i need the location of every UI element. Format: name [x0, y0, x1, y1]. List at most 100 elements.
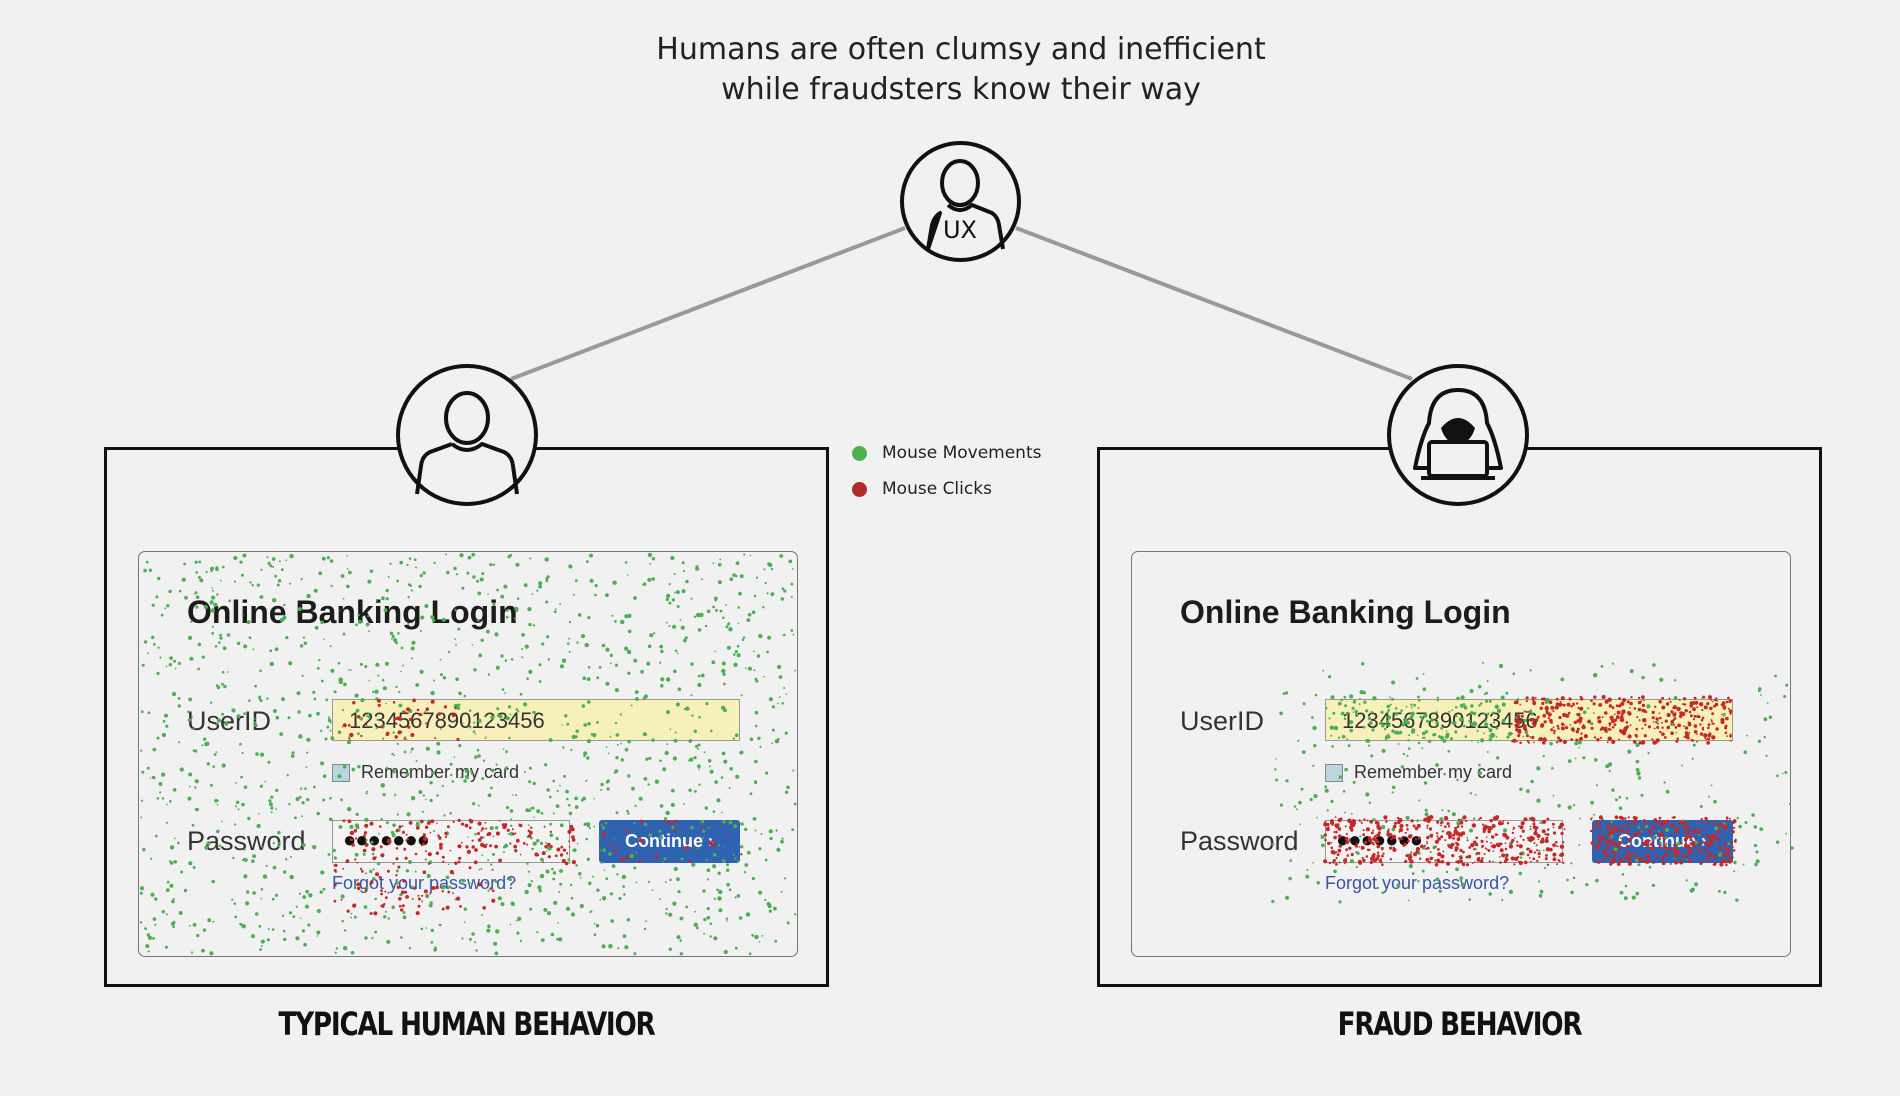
- mouse-movement-dot: [335, 947, 339, 950]
- remember-label: Remember my card: [361, 762, 520, 782]
- mouse-movement-dot: [616, 743, 619, 746]
- mouse-movement-dot: [1297, 739, 1300, 742]
- mouse-movement-dot: [144, 927, 147, 930]
- mouse-movement-dot: [223, 684, 227, 689]
- mouse-movement-dot: [699, 612, 704, 618]
- mouse-movement-dot: [559, 882, 563, 886]
- mouse-click-dot: [417, 894, 420, 897]
- mouse-movement-dot: [269, 564, 273, 568]
- mouse-movement-dot: [503, 584, 508, 589]
- mouse-movement-dot: [169, 656, 173, 660]
- mouse-movement-dot: [341, 919, 344, 923]
- mouse-click-dot: [333, 868, 337, 872]
- mouse-movement-dot: [1441, 809, 1444, 812]
- mouse-movement-dot: [398, 690, 401, 694]
- mouse-movement-dot: [410, 751, 412, 753]
- mouse-movement-dot: [1753, 825, 1758, 829]
- mouse-movement-dot: [1781, 772, 1784, 775]
- mouse-movement-dot: [754, 677, 758, 681]
- continue-button[interactable]: Continue ›: [599, 820, 740, 863]
- mouse-movement-dot: [775, 829, 778, 832]
- mouse-movement-dot: [568, 637, 571, 640]
- mouse-movement-dot: [586, 824, 591, 828]
- mouse-movement-dot: [563, 774, 566, 778]
- mouse-movement-dot: [584, 642, 589, 648]
- mouse-movement-dot: [764, 898, 767, 902]
- mouse-movement-dot: [589, 578, 594, 583]
- mouse-movement-dot: [732, 573, 736, 577]
- mouse-movement-dot: [1309, 797, 1313, 802]
- mouse-movement-dot: [156, 736, 160, 740]
- mouse-movement-dot: [1407, 899, 1410, 902]
- mouse-movement-dot: [728, 622, 731, 625]
- mouse-movement-dot: [567, 803, 571, 807]
- mouse-movement-dot: [1640, 793, 1644, 797]
- continue-button[interactable]: Continue ›: [1592, 820, 1733, 863]
- mouse-movement-dot: [307, 923, 311, 927]
- mouse-movement-dot: [178, 911, 183, 915]
- mouse-movement-dot: [1572, 876, 1576, 880]
- mouse-movement-dot: [440, 673, 443, 677]
- mouse-movement-dot: [215, 567, 219, 572]
- mouse-click-dot: [1590, 818, 1592, 821]
- mouse-movement-dot: [419, 574, 423, 578]
- mouse-movement-dot: [599, 898, 602, 901]
- mouse-movement-dot: [521, 648, 523, 650]
- password-input[interactable]: ●●●●●●●: [1325, 820, 1563, 863]
- mouse-movement-dot: [622, 934, 627, 938]
- mouse-movement-dot: [734, 650, 738, 654]
- mouse-movement-dot: [524, 644, 529, 649]
- mouse-movement-dot: [785, 693, 787, 696]
- mouse-movement-dot: [559, 664, 564, 669]
- mouse-movement-dot: [393, 638, 398, 643]
- mouse-movement-dot: [286, 774, 289, 777]
- mouse-movement-dot: [271, 897, 275, 901]
- mouse-movement-dot: [582, 676, 586, 680]
- mouse-movement-dot: [158, 782, 163, 786]
- mouse-movement-dot: [199, 578, 204, 583]
- mouse-movement-dot: [741, 638, 745, 642]
- mouse-movement-dot: [680, 625, 685, 630]
- mouse-movement-dot: [538, 663, 542, 667]
- mouse-movement-dot: [647, 644, 652, 649]
- mouse-click-dot: [1619, 815, 1623, 820]
- mouse-movement-dot: [1539, 889, 1544, 894]
- mouse-movement-dot: [616, 873, 619, 876]
- mouse-movement-dot: [719, 558, 722, 561]
- mouse-movement-dot: [752, 817, 757, 821]
- remember-checkbox[interactable]: [332, 764, 350, 782]
- mouse-movement-dot: [694, 910, 696, 913]
- mouse-movement-dot: [260, 568, 263, 571]
- mouse-movement-dot: [1699, 805, 1703, 808]
- mouse-movement-dot: [627, 613, 632, 618]
- mouse-movement-dot: [580, 634, 586, 639]
- mouse-movement-dot: [1608, 762, 1613, 767]
- mouse-movement-dot: [1549, 742, 1553, 746]
- mouse-movement-dot: [574, 805, 579, 809]
- mouse-movement-dot: [415, 683, 420, 687]
- mouse-click-dot: [340, 898, 343, 901]
- forgot-password-link[interactable]: Forgot your password?: [1325, 873, 1510, 893]
- mouse-movement-dot: [548, 795, 552, 799]
- mouse-movement-dot: [673, 591, 676, 594]
- userid-input[interactable]: 1234567890123456: [332, 699, 740, 741]
- mouse-movement-dot: [1538, 893, 1543, 898]
- mouse-movement-dot: [524, 889, 529, 895]
- mouse-movement-dot: [589, 910, 592, 914]
- password-input[interactable]: ●●●●●●●: [332, 820, 570, 863]
- mouse-movement-dot: [1718, 889, 1721, 893]
- mouse-movement-dot: [467, 555, 472, 560]
- mouse-movement-dot: [567, 642, 570, 645]
- mouse-movement-dot: [735, 561, 740, 566]
- mouse-movement-dot: [192, 923, 197, 927]
- forgot-password-link[interactable]: Forgot your password?: [332, 873, 517, 893]
- mouse-movement-dot: [454, 898, 457, 901]
- mouse-movement-dot: [543, 907, 548, 912]
- mouse-movement-dot: [471, 553, 475, 556]
- mouse-movement-dot: [425, 746, 430, 751]
- userid-input[interactable]: 1234567890123456: [1325, 699, 1733, 741]
- mouse-movement-dot: [433, 561, 436, 565]
- mouse-movement-dot: [433, 948, 437, 952]
- remember-checkbox[interactable]: [1325, 764, 1343, 782]
- mouse-movement-dot: [767, 562, 771, 566]
